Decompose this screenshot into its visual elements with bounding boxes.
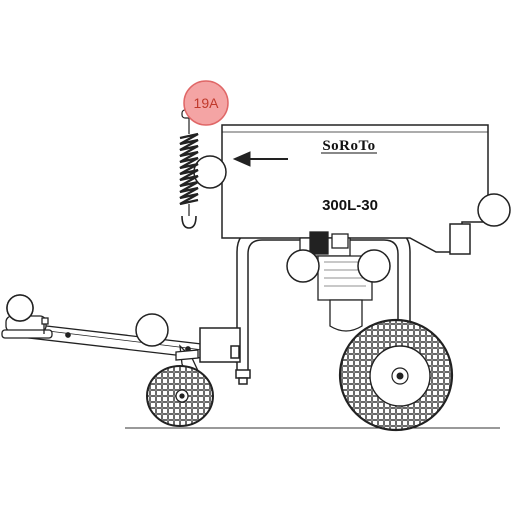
callout-bubbles <box>6 155 511 347</box>
callout-19a[interactable]: 19A <box>183 80 229 126</box>
callout-19a-label: 19A <box>194 95 220 111</box>
callout-19a-circle[interactable] <box>183 80 229 126</box>
arrow-left-icon <box>232 151 288 167</box>
front-wheel-assembly <box>146 344 214 427</box>
model-label: 300L-30 <box>322 197 378 214</box>
rear-wheel <box>338 318 454 432</box>
brand-label: SoRoTo <box>322 138 375 154</box>
motor <box>299 231 373 332</box>
mixer-drum <box>221 124 489 255</box>
